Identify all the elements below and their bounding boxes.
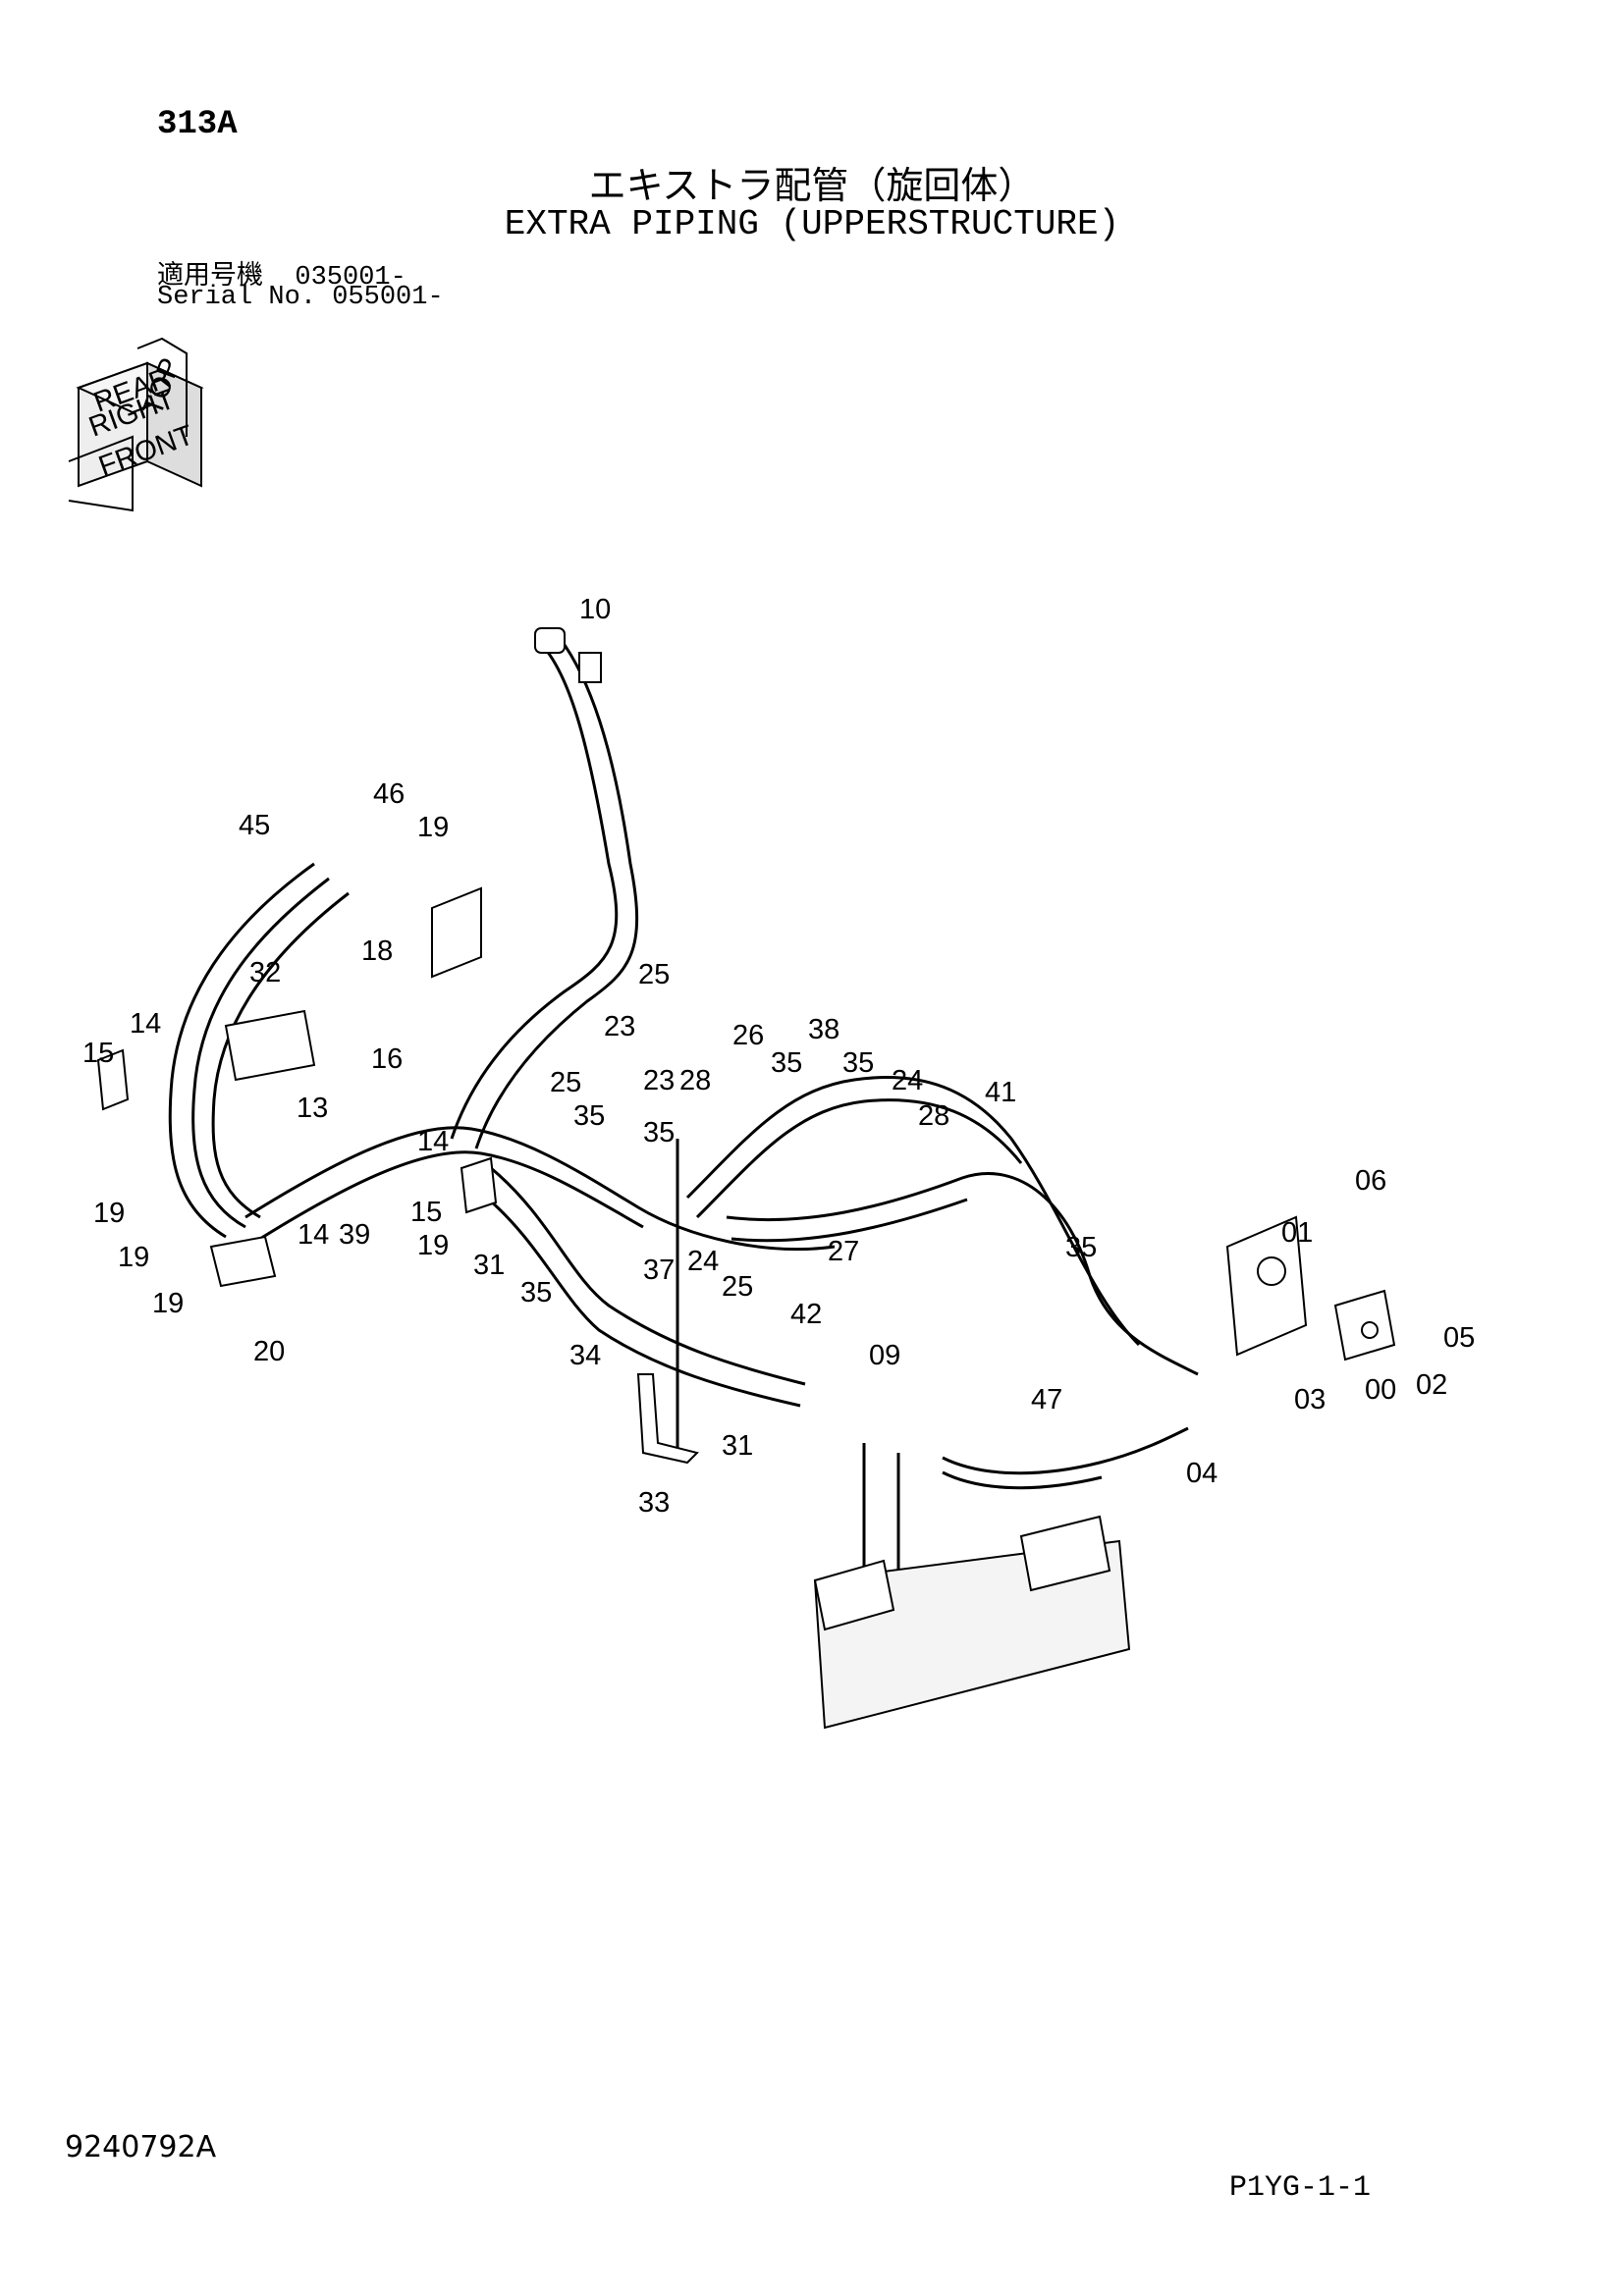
part-label: 14 (417, 1126, 449, 1157)
part-label: 05 (1443, 1322, 1475, 1354)
part-label: 20 (253, 1336, 285, 1367)
part-label: 32 (249, 957, 281, 988)
part-label: 00 (1365, 1374, 1396, 1406)
part-label: 10 (579, 594, 611, 625)
part-label: 35 (573, 1100, 605, 1132)
page-number: 313A (157, 106, 238, 143)
part-label: 04 (1186, 1458, 1218, 1489)
part-label: 09 (869, 1340, 900, 1371)
part-callouts: 10 46 45 19 18 25 23 32 14 15 16 13 25 3… (82, 594, 1475, 1519)
part-label: 16 (371, 1043, 403, 1075)
part-label: 19 (417, 812, 449, 843)
bracket-18 (431, 886, 482, 979)
part-label: 19 (118, 1242, 149, 1273)
part-label: 31 (722, 1430, 753, 1462)
serial-japanese: 適用号機 035001- (157, 263, 406, 293)
part-label: 13 (297, 1093, 328, 1124)
title-english: EXTRA PIPING (UPPERSTRUCTURE) (504, 204, 1120, 244)
bracket-15-center (460, 1156, 498, 1214)
orientation-icon: TOP REAR RIGHT FRONT (68, 337, 204, 512)
part-label: 35 (771, 1047, 802, 1079)
part-label: 31 (473, 1250, 505, 1281)
part-label: 26 (732, 1020, 764, 1051)
part-label: 24 (892, 1065, 923, 1096)
part-label: 23 (643, 1065, 675, 1096)
part-label: 18 (361, 935, 393, 967)
part-label: 35 (842, 1047, 874, 1079)
part-label: 25 (722, 1271, 753, 1303)
block-00-port (1361, 1321, 1379, 1339)
part-label: 25 (550, 1067, 581, 1098)
part-label: 27 (828, 1236, 859, 1267)
part-label: 41 (985, 1077, 1016, 1108)
part-label: 35 (520, 1277, 552, 1308)
part-label: 15 (410, 1197, 442, 1228)
plate-16 (224, 1009, 316, 1082)
adapter-10 (578, 652, 602, 683)
part-label: 35 (643, 1117, 675, 1148)
part-label: 42 (790, 1299, 822, 1330)
document-code: 9240792A (65, 2130, 217, 2164)
part-label: 01 (1281, 1217, 1313, 1249)
part-label: 45 (239, 810, 270, 841)
part-label: 28 (679, 1065, 711, 1096)
part-label: 19 (152, 1288, 184, 1319)
part-label: 33 (638, 1487, 670, 1519)
part-label: 39 (339, 1219, 370, 1251)
sheet-code: P1YG-1-1 (1229, 2171, 1372, 2205)
components (96, 627, 1396, 1730)
part-label: 14 (298, 1219, 329, 1251)
part-label: 34 (569, 1340, 601, 1371)
fitting-10 (534, 627, 566, 654)
bracket-15-left (96, 1048, 130, 1111)
part-label: 35 (1065, 1232, 1097, 1263)
part-label: 03 (1294, 1384, 1326, 1415)
part-label: 23 (604, 1011, 635, 1042)
control-valve (813, 1539, 1131, 1730)
part-label: 25 (638, 959, 670, 990)
part-label: 46 (373, 778, 405, 810)
part-label: 19 (417, 1230, 449, 1261)
part-label: 38 (808, 1014, 839, 1045)
part-label: 24 (687, 1246, 719, 1277)
serial-english: Serial No. 055001- (157, 283, 444, 312)
part-label: 28 (918, 1100, 949, 1132)
bracket-33 (636, 1373, 699, 1465)
part-label: 19 (93, 1198, 125, 1229)
part-label: 37 (643, 1255, 675, 1286)
part-label: 02 (1416, 1369, 1447, 1401)
bracket-01 (1225, 1215, 1308, 1357)
part-label: 14 (130, 1008, 161, 1040)
title-japanese: エキストラ配管（旋回体） (588, 164, 1036, 207)
bracket-20 (209, 1235, 277, 1288)
part-label: 15 (82, 1038, 114, 1069)
bracket-01-hole (1257, 1256, 1286, 1286)
part-label: 47 (1031, 1384, 1062, 1415)
part-label: 06 (1355, 1165, 1386, 1197)
